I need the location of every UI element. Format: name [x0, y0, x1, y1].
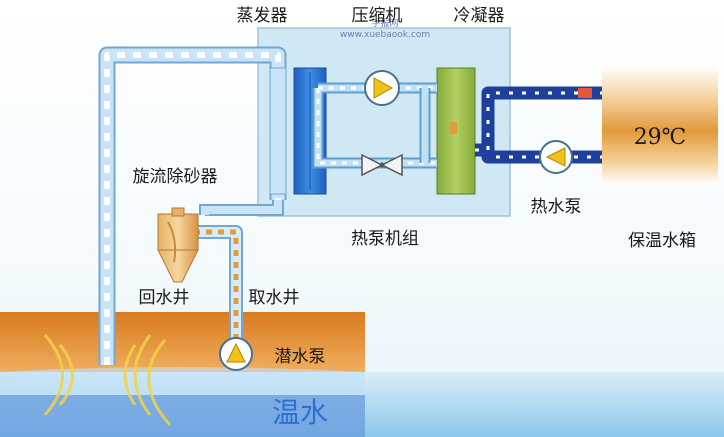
label-storage-tank: 保温水箱 — [628, 231, 696, 251]
label-condenser: 冷凝器 — [454, 6, 505, 26]
expansion-valve-icon — [361, 153, 403, 177]
storage-tank: 29℃ — [602, 65, 718, 185]
label-compressor: 压缩机 — [352, 6, 403, 26]
hot-water-pump-icon — [539, 140, 573, 174]
tank-temperature: 29℃ — [634, 125, 687, 150]
heat-wave-icon — [43, 334, 172, 426]
label-warm-water: 温水 — [272, 396, 328, 429]
label-hot-water-pump: 热水泵 — [531, 197, 582, 217]
desander — [157, 207, 199, 283]
condenser — [436, 67, 476, 195]
label-desander: 旋流除砂器 — [133, 167, 218, 187]
label-return-well: 回水井 — [139, 288, 190, 308]
ground-layer — [0, 312, 724, 437]
label-evaporator: 蒸发器 — [237, 6, 288, 26]
label-supply-well: 取水井 — [249, 288, 300, 308]
label-submersible-pump: 潜水泵 — [275, 347, 326, 367]
watermark-url: www.xuebaook.com — [340, 30, 430, 40]
supply-water-pipe — [198, 225, 243, 340]
submersible-pump-icon — [219, 337, 253, 371]
compressor-icon — [364, 70, 400, 106]
watermark-brand: 学报网 — [371, 17, 398, 29]
label-heat-pump-unit: 热泵机组 — [351, 229, 419, 249]
